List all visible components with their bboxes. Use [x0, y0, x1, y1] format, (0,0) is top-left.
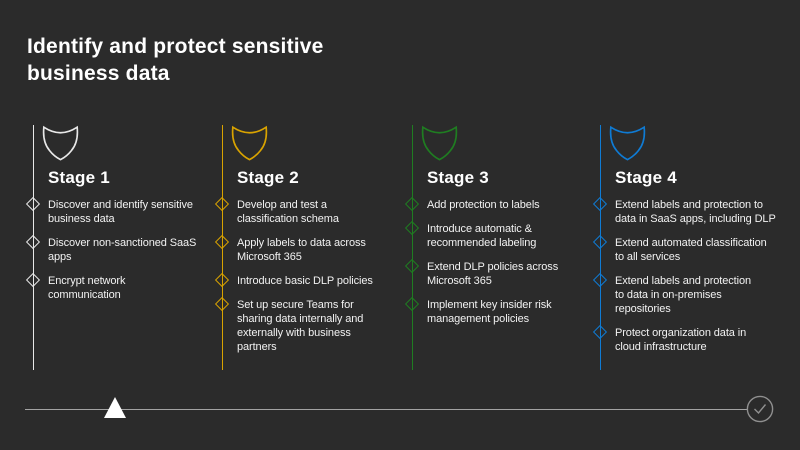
stage-title: Stage 4 [615, 168, 677, 187]
stage-items: Extend labels and protection to data in … [592, 196, 776, 364]
diamond-bullet-icon [592, 272, 608, 288]
diamond-bullet-icon [214, 196, 230, 212]
shield-icon [609, 125, 646, 161]
stage-vertical-line [33, 125, 34, 370]
stage-item-text: Discover and identify sensitive business… [48, 199, 193, 225]
stage-item: Extend DLP policies across Microsoft 365 [404, 258, 559, 288]
stage-title: Stage 1 [48, 168, 110, 187]
stage-item: Encrypt network communication [25, 272, 196, 302]
stage-item-text: Set up secure Teams for sharing data int… [237, 299, 364, 353]
stage-item: Apply labels to data across Microsoft 36… [214, 234, 373, 264]
stage-item: Discover non-sanctioned SaaS apps [25, 234, 197, 264]
stage-item-text: Develop and test a classification schema [237, 199, 339, 225]
stage-vertical-line [600, 125, 601, 370]
diamond-bullet-icon [25, 234, 41, 250]
diamond-bullet-icon [214, 272, 230, 288]
diamond-bullet-icon [25, 196, 41, 212]
stage-item-text: Extend automated classification to all s… [615, 237, 767, 263]
checkmark-circle-icon [746, 395, 774, 423]
stage-vertical-line [222, 125, 223, 370]
shield-icon [231, 125, 268, 161]
diamond-bullet-icon [404, 220, 420, 236]
diamond-bullet-icon [214, 296, 230, 312]
stage-item-text: Encrypt network communication [48, 275, 126, 301]
stage-item: Extend automated classification to all s… [592, 234, 776, 264]
stage-item: Extend labels and protection to data in … [592, 196, 776, 226]
stage-vertical-line [412, 125, 413, 370]
slide-title: Identify and protect sensitive business … [27, 35, 324, 85]
stage-items: Develop and test a classification schema… [214, 196, 373, 364]
shield-icon [42, 125, 79, 161]
stage-item: Extend labels and protection to data in … [592, 272, 776, 316]
stage-item: Develop and test a classification schema [214, 196, 373, 226]
stage-item: Introduce automatic & recommended labeli… [404, 220, 558, 250]
stage-item: Set up secure Teams for sharing data int… [214, 296, 373, 354]
diamond-bullet-icon [404, 196, 420, 212]
stage-title: Stage 3 [427, 168, 489, 187]
stage-item-text: Extend labels and protection to data in … [615, 199, 776, 225]
stage-item-text: Apply labels to data across Microsoft 36… [237, 237, 366, 263]
diamond-bullet-icon [592, 234, 608, 250]
stage-item-text: Extend DLP policies across Microsoft 365 [427, 261, 559, 287]
stage-item-text: Extend labels and protection to data in … [615, 275, 752, 315]
stage-item-text: Implement key insider risk management po… [427, 299, 552, 325]
diamond-bullet-icon [404, 296, 420, 312]
stage-item-text: Protect organization data in cloud infra… [615, 327, 747, 353]
diamond-bullet-icon [592, 196, 608, 212]
stage-title: Stage 2 [237, 168, 299, 187]
diamond-bullet-icon [592, 324, 608, 340]
stage-item: Add protection to labels [404, 196, 558, 212]
stage-items: Discover and identify sensitive business… [25, 196, 197, 312]
stage-item-text: Introduce basic DLP policies [237, 275, 373, 287]
timeline-line [25, 409, 747, 410]
diamond-bullet-icon [214, 234, 230, 250]
stage-item: Introduce basic DLP policies [214, 272, 373, 288]
shield-icon [421, 125, 458, 161]
stage-item: Implement key insider risk management po… [404, 296, 558, 326]
stage-item-text: Introduce automatic & recommended labeli… [427, 223, 537, 249]
stage-item-text: Add protection to labels [427, 199, 540, 211]
stage-item: Discover and identify sensitive business… [25, 196, 196, 226]
diamond-bullet-icon [25, 272, 41, 288]
stage-item: Protect organization data in cloud infra… [592, 324, 776, 354]
diamond-bullet-icon [404, 258, 420, 274]
progress-triangle-marker [104, 397, 126, 418]
stage-item-text: Discover non-sanctioned SaaS apps [48, 237, 197, 263]
